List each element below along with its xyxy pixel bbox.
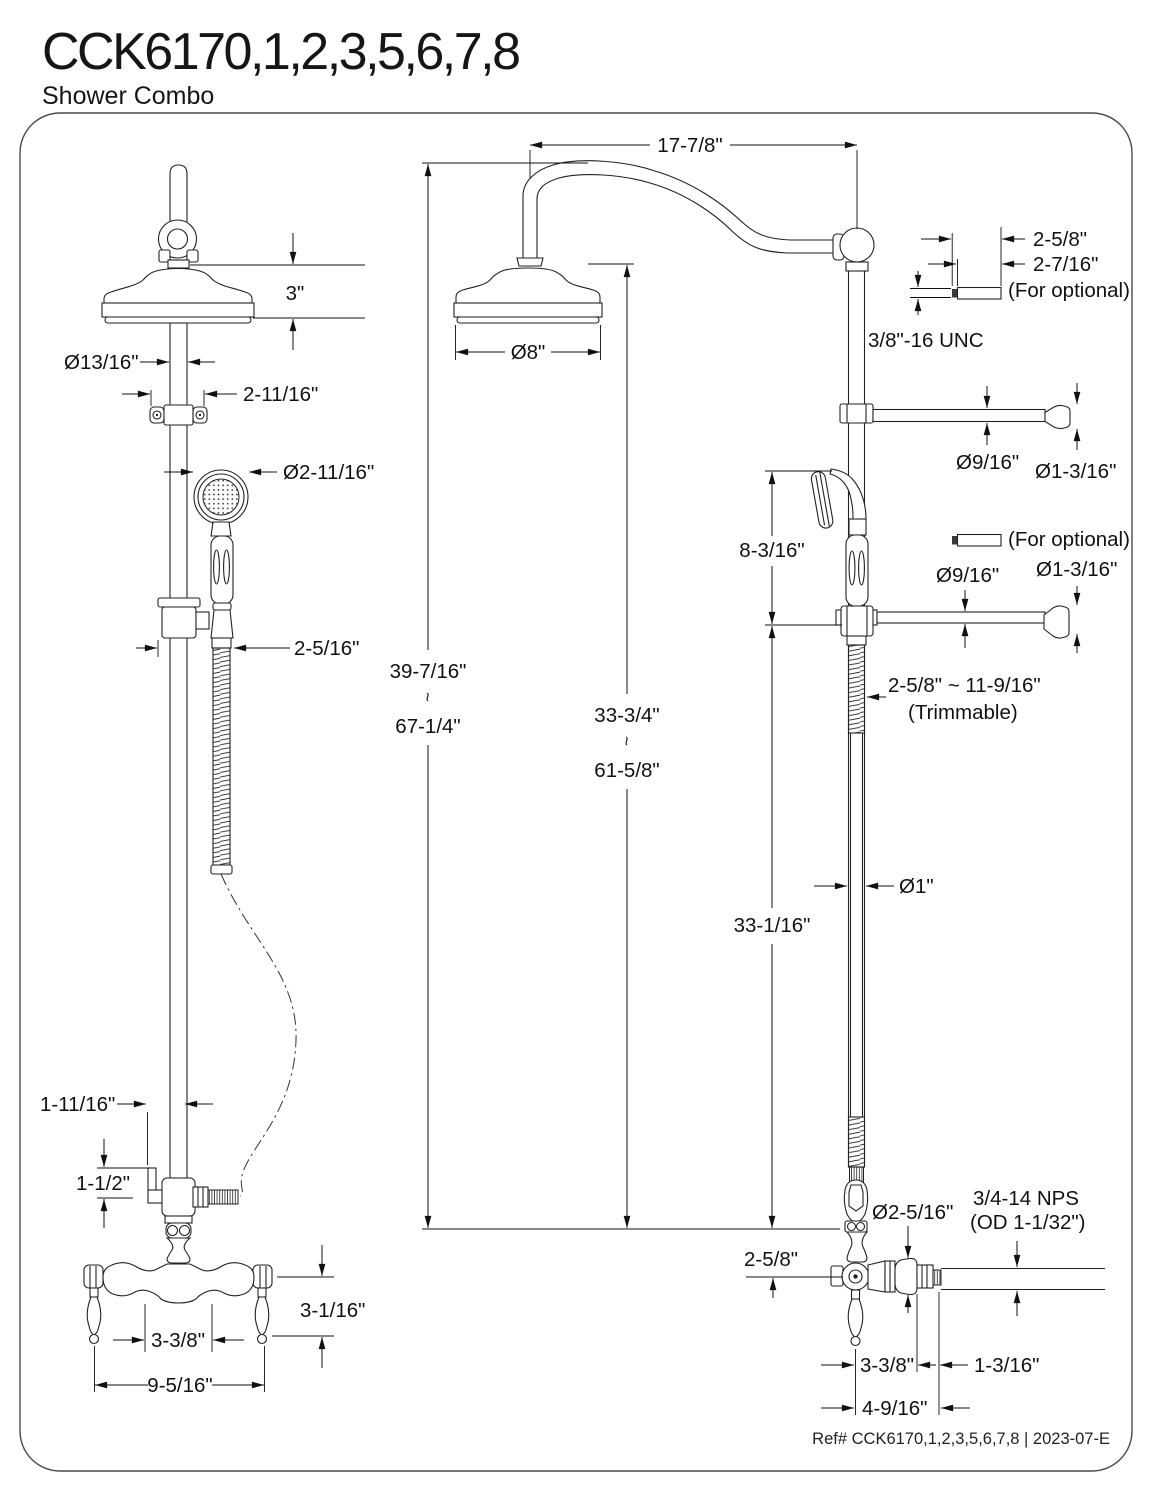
dim-side-nipple-length-body: 2-7/16" (1033, 253, 1098, 276)
dim-front-handle-spacing: 9-5/16" (147, 1374, 212, 1397)
front-handshower-face (202, 478, 240, 516)
side-support-bar-mid (876, 611, 1046, 624)
front-shower-head-band (101, 302, 255, 318)
dim-front-handshower-diameter: Ø2-11/16" (283, 461, 374, 484)
dim-side-overall-height-max: 67-1/4" (395, 715, 460, 738)
dim-side-arm-reach: 17-7/8" (657, 134, 722, 157)
dim-side-inner-height-max: 61-5/8" (594, 759, 659, 782)
front-wall-bracket (163, 404, 194, 426)
side-valve-handle (847, 1298, 864, 1338)
side-escutcheon-bell (894, 1257, 918, 1296)
dim-side-outlet-thread-1: 3/4-14 NPS (973, 1187, 1079, 1210)
note-optional-top: (For optional) (1008, 279, 1130, 302)
front-head-collar (167, 259, 190, 269)
note-side-hose-trimmable: (Trimmable) (908, 701, 1018, 724)
front-shower-head-dome (103, 267, 253, 304)
front-view-drawing (83, 164, 297, 1345)
side-nps-thread (932, 1269, 942, 1286)
dim-front-bracket-width: 2-11/16" (243, 383, 318, 406)
page-title: CCK6170,1,2,3,5,6,7,8 (42, 23, 519, 81)
dim-side-handshower-height: 8-3/16" (739, 539, 804, 562)
dim-side-nipple-thread: 3/8"-16 UNC (868, 329, 984, 352)
dim-side-thread-length: 1-3/16" (974, 1354, 1039, 1377)
dim-tilde-2: ~ (617, 736, 636, 746)
dim-front-port-height: 1-1/2" (76, 1172, 130, 1195)
dim-side-hose-range: 2-5/8" ~ 11-9/16" (888, 674, 1041, 697)
page-subtitle: Shower Combo (42, 82, 214, 110)
reference-number: Ref# CCK6170,1,2,3,5,6,7,8 | 2023-07-E (812, 1430, 1110, 1448)
side-shower-arm (522, 160, 837, 259)
front-hose-path (220, 873, 297, 1197)
dim-side-valve-to-wall: 3-3/8" (860, 1354, 914, 1377)
dim-front-handle-drop: 3-1/16" (300, 1299, 365, 1322)
drawing-border (19, 112, 1133, 1472)
side-hose-coiled-top (847, 644, 866, 734)
side-swivel-connector (843, 1179, 869, 1223)
dim-side-lower-height: 33-1/16" (734, 914, 811, 937)
front-handle-right (254, 1296, 270, 1336)
side-bar-flange-mid (1043, 605, 1070, 639)
dim-side-valve-depth: 4-9/16" (862, 1397, 927, 1420)
side-upper-clamp (839, 403, 874, 424)
side-hose-coiled-bottom (847, 1116, 866, 1168)
side-support-bar-top (872, 408, 1046, 423)
dim-side-inner-height-min: 33-3/4" (594, 704, 659, 727)
dim-front-pipe-diameter: Ø13/16" (64, 351, 139, 374)
dim-side-overall-height-min: 39-7/16" (390, 660, 467, 683)
dim-side-outlet-thread-2: (OD 1-1/32") (970, 1211, 1086, 1234)
dim-side-bar-diameter-mid: Ø9/16" (936, 564, 999, 587)
dim-side-nipple-length-full: 2-5/8" (1033, 228, 1087, 251)
dim-side-head-diameter: Ø8" (511, 341, 546, 364)
dim-front-valve-offset: 1-11/16" (40, 1093, 115, 1116)
dim-side-outlet-drop: 2-5/8" (744, 1248, 798, 1271)
dim-side-bar-end-diameter-top: Ø1-3/16" (1035, 460, 1116, 483)
front-diverter-body (161, 1177, 196, 1217)
dim-side-riser-diameter: Ø1" (899, 875, 934, 898)
dim-side-bar-diameter-top: Ø9/16" (956, 451, 1019, 474)
front-cradle (161, 606, 197, 639)
dim-front-cradle-width: 2-5/16" (294, 637, 359, 660)
side-arm-ball-joint (839, 227, 875, 263)
side-view-drawing (453, 160, 1105, 1347)
dim-front-head-height: 3" (286, 282, 305, 305)
front-shower-head-lip (104, 316, 252, 324)
note-optional-mid: (For optional) (1008, 528, 1130, 551)
side-optional-nipple-top (956, 286, 1002, 300)
front-hose-coiled (212, 647, 231, 866)
side-handshower-holder (840, 605, 874, 637)
front-view-dimensions: 3" Ø13/16" 2-11/16" Ø2-11/16" 2-5/16" 1-… (40, 233, 374, 1397)
front-faucet-body (102, 1262, 255, 1304)
dim-side-bar-end-diameter-mid: Ø1-3/16" (1036, 558, 1117, 581)
side-handshower-face (810, 471, 834, 529)
side-optional-nipple-mid (956, 533, 1002, 547)
dim-side-escutcheon-diameter: Ø2-5/16" (872, 1201, 953, 1224)
dim-tilde-1: ~ (418, 692, 437, 702)
front-riser-pipe (169, 322, 188, 1179)
side-shower-head-dome (455, 267, 601, 304)
dim-front-inlet-spacing: 3-3/8" (151, 1329, 205, 1352)
front-arm-ring (157, 219, 198, 259)
side-bar-flange-top (1044, 404, 1071, 430)
front-handle-left (86, 1296, 102, 1336)
side-view-dimensions: 17-7/8" Ø8" 39-7/16" ~ 67-1/4" 33-3/4" ~… (390, 134, 1130, 1420)
